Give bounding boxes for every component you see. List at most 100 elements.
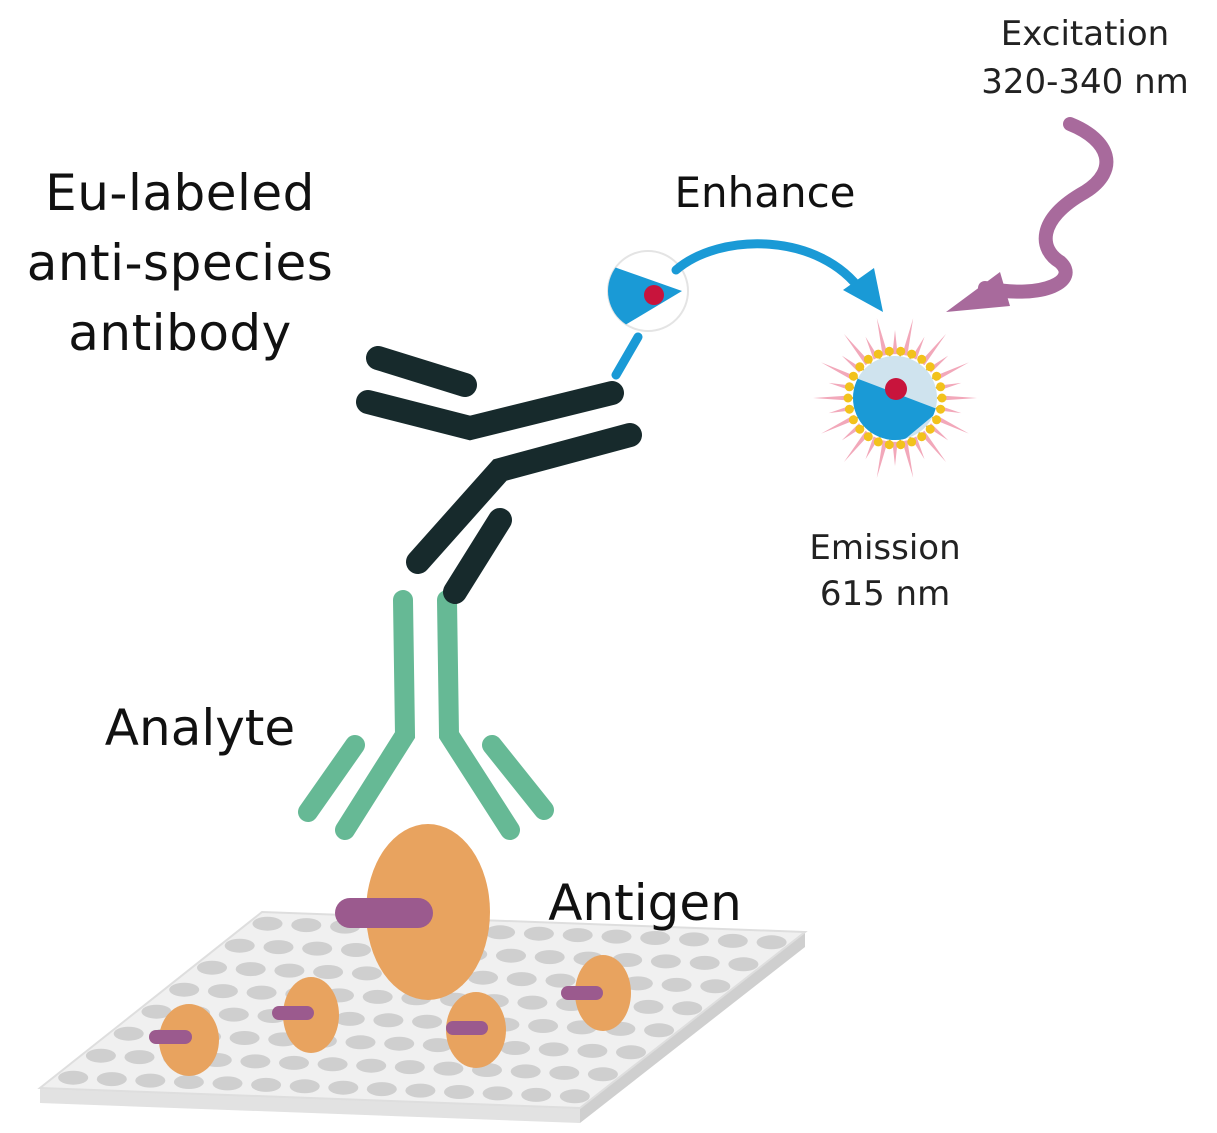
plate-well: [538, 1042, 569, 1057]
plate-well: [616, 1045, 646, 1060]
micelle-head: [863, 354, 873, 364]
micelle-head: [917, 432, 927, 442]
eu-antibody-label: Eu-labeled anti-species antibody: [0, 158, 360, 368]
plate-well: [644, 1023, 675, 1038]
plate-well: [252, 916, 283, 931]
micelle-head: [884, 440, 894, 450]
eu-arm-lower: [406, 423, 642, 574]
plate-well: [661, 977, 692, 992]
small-antigen: [446, 992, 506, 1068]
micelle-head: [936, 382, 946, 392]
plate-well: [444, 1085, 474, 1099]
emission-ray: [892, 441, 898, 466]
eu-antibody: [356, 346, 642, 604]
plate-well: [197, 960, 227, 975]
plate-well: [633, 999, 664, 1014]
plate-well: [640, 931, 671, 945]
emission-ray: [892, 330, 898, 355]
plate-well: [373, 1013, 404, 1028]
antigen-label: Antigen: [548, 874, 742, 932]
plate-well: [289, 1079, 320, 1094]
emission-ray: [938, 395, 977, 401]
micelle-head: [925, 362, 935, 372]
micelle-head: [907, 437, 917, 447]
eu-antibody-label-line-3: antibody: [68, 304, 292, 362]
plate-well: [559, 1089, 590, 1104]
emission-ray: [843, 430, 870, 463]
micelle-head: [896, 440, 906, 450]
micelle-head: [932, 415, 942, 425]
plate-well: [482, 1086, 513, 1101]
emission-rays: [813, 318, 977, 478]
plate-well: [345, 1035, 376, 1050]
plate-well: [510, 1064, 541, 1079]
chelate-linker: [611, 332, 643, 380]
emission-ray: [902, 318, 914, 356]
plate-well: [279, 1055, 309, 1070]
plate-well: [412, 1014, 443, 1029]
plate-well: [577, 1043, 608, 1058]
micelle-head: [848, 415, 858, 425]
emission-ray: [920, 333, 947, 366]
emission-ray: [876, 440, 888, 478]
analyte-label: Analyte: [104, 699, 296, 757]
plate-well: [173, 1075, 204, 1089]
plate-well: [366, 1082, 397, 1097]
eu-antibody-label-line-2: anti-species: [26, 234, 334, 292]
emission-ray: [821, 414, 857, 434]
small-antigen: [561, 955, 631, 1031]
plate-well: [689, 955, 720, 970]
micelle-head: [844, 404, 854, 414]
plate-well: [229, 1031, 260, 1045]
eu-chelate: [607, 250, 689, 332]
analyte-light-chain-right: [482, 735, 554, 820]
plate-well: [587, 1067, 618, 1082]
plate-well: [562, 928, 593, 943]
excitation-label: Excitation 320-340 nm: [960, 10, 1210, 106]
plate-well: [251, 1077, 282, 1092]
micelle-head: [873, 437, 883, 447]
plate-well: [422, 1038, 453, 1053]
micelle-head: [907, 349, 917, 359]
plate-well: [717, 933, 748, 948]
plate-well: [317, 1057, 348, 1072]
plate-well: [113, 1026, 144, 1041]
emission-ray: [933, 362, 969, 382]
analyte-heavy-chain-left: [335, 590, 416, 840]
eu-antibody-label-line-1: Eu-labeled: [45, 164, 315, 222]
plate-well: [218, 1007, 249, 1022]
micelle-head: [936, 404, 946, 414]
plate-well: [341, 943, 371, 957]
micelle-head: [863, 432, 873, 442]
emission-ray: [876, 318, 888, 356]
excitation-label-line-1: Excitation: [1000, 14, 1170, 54]
plate-well: [124, 1050, 155, 1065]
plate-well: [679, 932, 709, 947]
plate-well: [207, 984, 238, 999]
emission-ray: [920, 430, 947, 463]
plate-well: [302, 941, 333, 956]
micelle-head: [855, 362, 865, 372]
plate-well: [313, 965, 344, 979]
plate-well: [485, 925, 516, 940]
antigen: [335, 824, 490, 1000]
plate-well: [85, 1048, 116, 1063]
plate-well: [728, 957, 759, 972]
micelle-head: [884, 346, 894, 356]
plate-well: [650, 954, 681, 969]
plate-well: [405, 1083, 436, 1098]
micelle-head: [873, 349, 883, 359]
micelle-head: [932, 371, 942, 381]
excitation-wave: [946, 117, 1114, 312]
emission-ray: [933, 414, 969, 434]
micelle-head: [855, 424, 865, 434]
plate-well: [521, 1087, 552, 1102]
plate-well: [672, 1001, 703, 1016]
plate-well: [246, 985, 277, 1000]
plate-well: [394, 1060, 425, 1075]
emission-ray: [813, 395, 852, 401]
plate-well: [351, 966, 382, 981]
micelle-head: [848, 371, 858, 381]
plate-well: [534, 950, 565, 965]
